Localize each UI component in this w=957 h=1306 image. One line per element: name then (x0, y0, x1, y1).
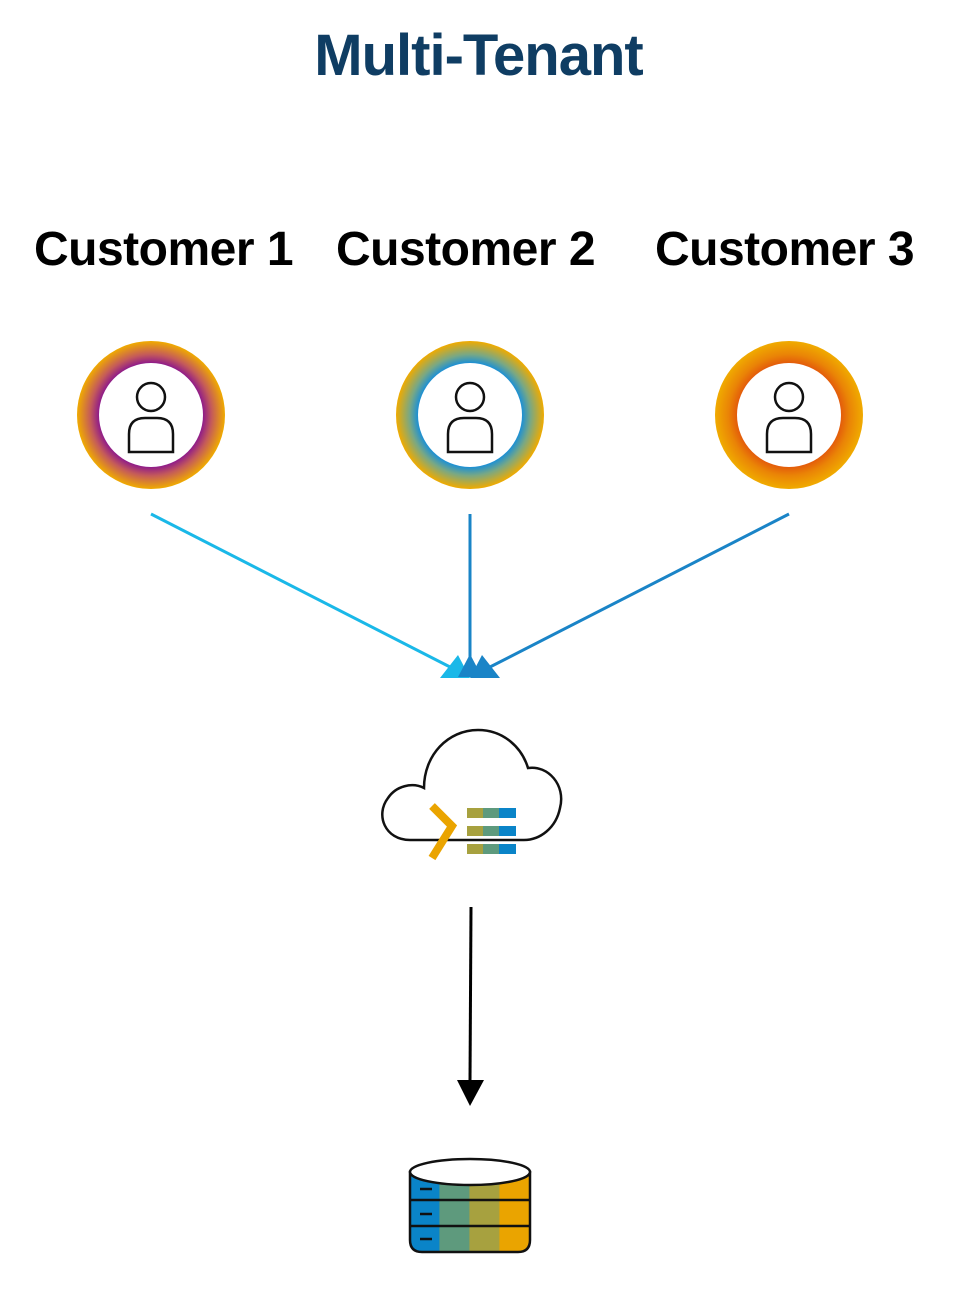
customer-3-avatar (715, 341, 863, 489)
database-icon (408, 1157, 532, 1254)
arrow-customer-2 (458, 514, 482, 677)
arrow-customer-1 (150, 512, 470, 678)
user-icon (446, 381, 494, 454)
customer-2-avatar (396, 341, 544, 489)
arrow-service-to-database (457, 906, 484, 1106)
cloud-service-icon (381, 728, 563, 861)
user-icon (765, 381, 813, 454)
user-icon (127, 381, 175, 454)
page-title: Multi-Tenant (314, 23, 643, 88)
customer-3-label: Customer 3 (655, 223, 915, 276)
service-bars-icon (467, 808, 516, 854)
arrow-customer-3 (470, 512, 790, 678)
customer-1-avatar (77, 341, 225, 489)
customer-2-label: Customer 2 (336, 223, 596, 276)
customer-1-label: Customer 1 (34, 223, 294, 276)
